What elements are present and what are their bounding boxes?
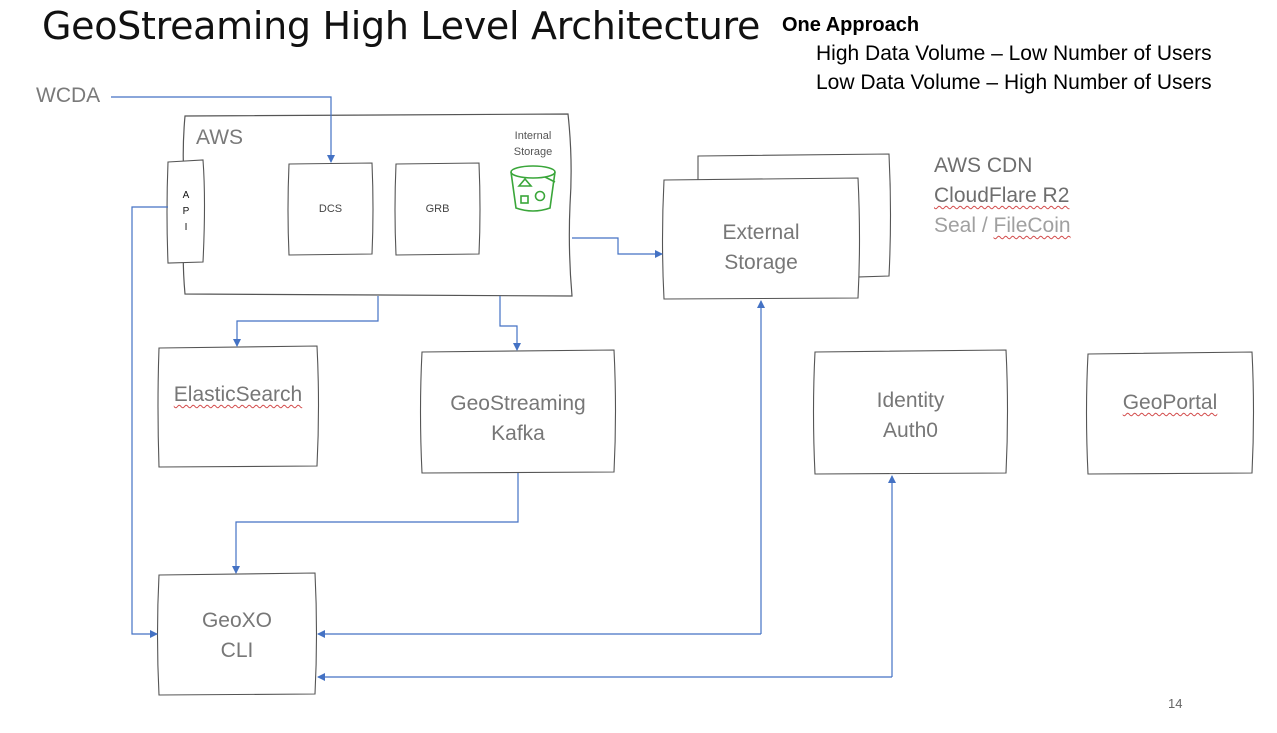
bucket-icon — [510, 165, 556, 212]
elasticsearch-text: ElasticSearch — [173, 383, 303, 406]
external-storage-line-1: External — [722, 221, 800, 244]
cdn-option-filecoin: Seal / FileCoin — [934, 214, 1071, 238]
internal-storage-label: Internal Storage — [500, 128, 566, 160]
api-letter-p: P — [182, 206, 190, 217]
geoxo-line-2: CLI — [220, 639, 254, 662]
external-storage-line-2: Storage — [724, 251, 798, 274]
internal-storage-line-2: Storage — [513, 146, 553, 158]
kafka-box — [419, 349, 617, 474]
dcs-label: DCS — [318, 203, 343, 215]
external-storage-box — [661, 177, 861, 300]
grb-box — [394, 162, 481, 256]
arrow-wcda-dcs — [111, 96, 335, 163]
wcda-label: WCDA — [36, 84, 101, 107]
arrow-aws-kafka — [499, 296, 521, 351]
slide-title: GeoStreaming High Level Architecture — [42, 4, 761, 48]
grb-label: GRB — [425, 203, 450, 215]
dcs-box — [287, 162, 374, 256]
cdn-option-cloudflare: CloudFlare R2 — [934, 184, 1069, 208]
page-number: 14 — [1168, 696, 1183, 711]
kafka-label: GeoStreaming Kafka — [422, 389, 614, 449]
aws-label: AWS — [196, 126, 244, 149]
geoxo-cli-label: GeoXO CLI — [159, 606, 315, 666]
geoportal-box — [1085, 351, 1255, 475]
geoxo-line-1: GeoXO — [201, 609, 273, 632]
api-letter-a: A — [182, 190, 190, 201]
elasticsearch-label: ElasticSearch — [159, 380, 317, 410]
cdn-option-filecoin-text: FileCoin — [993, 214, 1071, 237]
identity-box — [812, 349, 1009, 475]
elasticsearch-box — [157, 345, 320, 468]
approach-heading: One Approach — [782, 14, 920, 36]
api-box — [166, 159, 206, 264]
geoportal-text: GeoPortal — [1122, 391, 1218, 414]
internal-storage-line-1: Internal — [514, 130, 552, 142]
arrow-api-geoxo — [131, 206, 168, 638]
identity-line-1: Identity — [876, 389, 945, 412]
external-storage-label: External Storage — [664, 218, 858, 278]
approach-line-1: High Data Volume – Low Number of Users — [816, 42, 1212, 65]
cdn-option-seal-text: Seal / — [934, 214, 994, 237]
arrow-aws-elastic — [233, 296, 379, 347]
arrow-aws-external — [572, 237, 663, 258]
cdn-option-aws: AWS CDN — [934, 154, 1033, 177]
kafka-line-1: GeoStreaming — [450, 392, 586, 415]
arrow-kafka-geoxo — [232, 473, 519, 574]
identity-label: Identity Auth0 — [815, 386, 1006, 446]
approach-line-2: Low Data Volume – High Number of Users — [816, 71, 1212, 94]
geoportal-label: GeoPortal — [1088, 388, 1252, 418]
kafka-line-2: Kafka — [491, 422, 545, 445]
api-letter-i: I — [184, 222, 188, 233]
geoxo-cli-box — [156, 572, 318, 696]
cdn-option-cloudflare-text: CloudFlare R2 — [934, 184, 1070, 207]
identity-line-2: Auth0 — [883, 419, 938, 442]
